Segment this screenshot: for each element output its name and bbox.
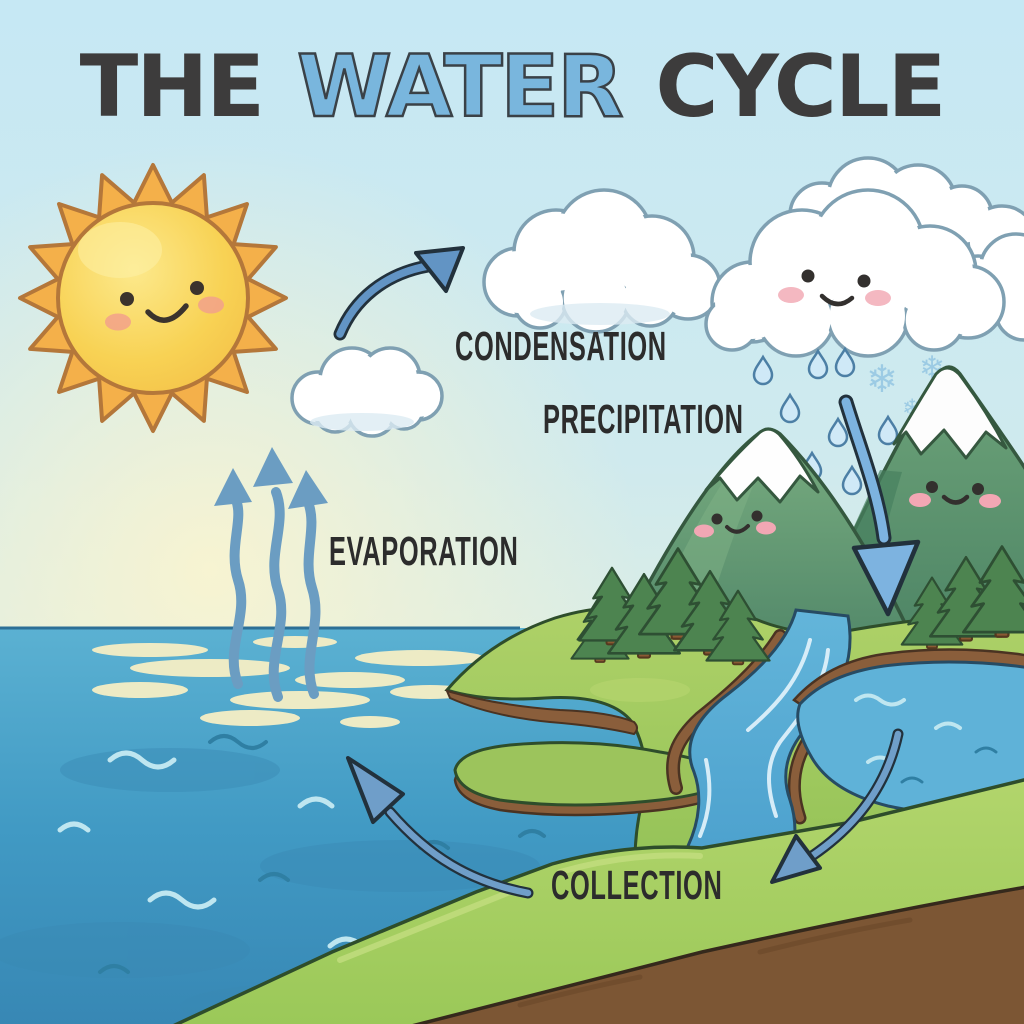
mountain-face: [694, 510, 776, 538]
precipitation-arrow-icon: [838, 394, 921, 617]
condensation-arrow-icon: [333, 246, 465, 341]
collection-arrow-icon: [770, 728, 904, 884]
return-arrow-icon: [346, 756, 534, 899]
sun-face: [105, 281, 224, 331]
title-word-the: THE: [79, 37, 265, 137]
rain-cloud-icon: [704, 188, 1006, 358]
page-title: THE WATER CYCLE: [0, 43, 1024, 132]
evaporation-arrows-icon: [214, 447, 328, 702]
title-word-water: WATER: [296, 37, 625, 137]
label-precipitation: PRECIPITATION: [543, 396, 744, 442]
island-icon: [453, 741, 730, 817]
rain-cloud-face: [778, 269, 891, 307]
label-evaporation: EVAPORATION: [329, 528, 519, 574]
title-word-cycle: CYCLE: [655, 37, 946, 137]
mountain-face: [909, 481, 1001, 508]
foreground-soil: [412, 885, 1024, 1024]
cloud-shadow: [310, 413, 414, 431]
sun-icon: [18, 163, 288, 433]
label-condensation: CONDENSATION: [455, 323, 667, 369]
svg-text:❄: ❄: [866, 357, 898, 401]
shore-edge: [445, 689, 638, 736]
label-collection: COLLECTION: [551, 862, 723, 908]
cloud-shadow: [530, 303, 670, 325]
lake-icon: [792, 648, 1024, 815]
cloud-icon: [290, 346, 444, 438]
